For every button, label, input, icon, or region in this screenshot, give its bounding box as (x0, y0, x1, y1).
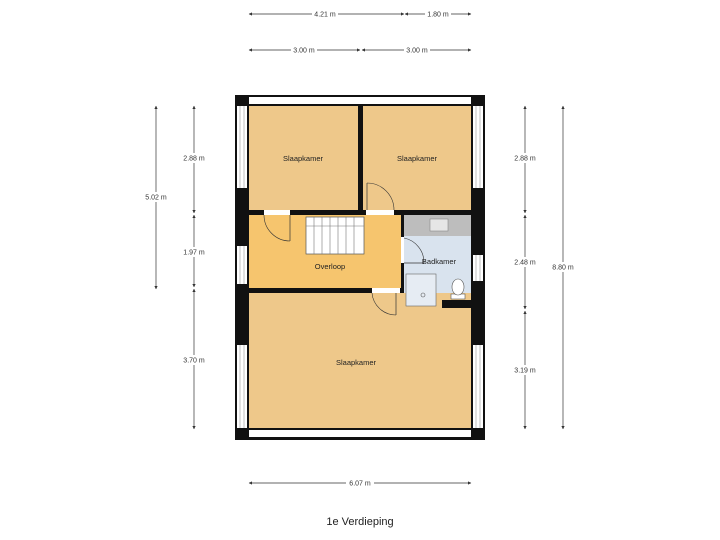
dim-top-inner-right: 3.00 m (406, 48, 428, 55)
door-bedroom-left (263, 210, 291, 242)
dimension-left-inner: 2.88 m 1.97 m 3.70 m (180, 105, 210, 430)
dim-top-outer-left: 4.21 m (314, 12, 336, 19)
dim-right-inner-top: 2.88 m (514, 156, 536, 163)
dim-left-outer: 5.02 m (145, 195, 167, 202)
dim-left-inner-bottom: 3.70 m (183, 358, 205, 365)
dim-left-inner-mid: 1.97 m (183, 250, 205, 257)
dim-right-inner-bottom: 3.19 m (514, 368, 536, 375)
bathroom-wall-block (442, 300, 471, 308)
dimension-bottom: 6.07 m (248, 478, 472, 488)
shower-tray (405, 273, 437, 307)
dimension-left-outer: 5.02 m (140, 105, 172, 290)
windows (237, 97, 483, 437)
dim-right-outer: 8.80 m (552, 265, 574, 272)
dim-top-inner-left: 3.00 m (293, 48, 315, 55)
label-bathroom: Badkamer (422, 257, 457, 266)
dimension-right-outer: 8.80 m (548, 105, 578, 430)
sink-icon (429, 218, 449, 232)
door-bathroom (401, 237, 425, 264)
door-bedroom-right (366, 182, 395, 215)
room-bedroom-left (249, 106, 358, 210)
drain-icon (420, 292, 426, 298)
toilet-icon (450, 278, 466, 300)
dim-right-inner-mid: 2.48 m (514, 260, 536, 267)
dim-left-inner-top: 2.88 m (183, 156, 205, 163)
label-bedroom-bottom: Slaapkamer (336, 358, 377, 367)
dim-bottom: 6.07 m (349, 481, 371, 488)
label-landing: Overloop (315, 262, 345, 271)
door-bedroom-bottom (371, 288, 400, 316)
floor-title: 1e Verdieping (326, 516, 394, 528)
dimension-top-inner: 3.00 m 3.00 m (248, 45, 472, 55)
label-bedroom-left: Slaapkamer (283, 154, 324, 163)
label-bedroom-right: Slaapkamer (397, 154, 438, 163)
dimension-right-inner: 2.88 m 2.48 m 3.19 m (510, 105, 540, 430)
dimension-top-outer: 4.21 m 1.80 m (248, 9, 472, 19)
dim-top-outer-right: 1.80 m (427, 12, 449, 19)
room-bedroom-right (363, 106, 471, 210)
staircase (305, 216, 365, 255)
room-bedroom-bottom (249, 293, 471, 428)
